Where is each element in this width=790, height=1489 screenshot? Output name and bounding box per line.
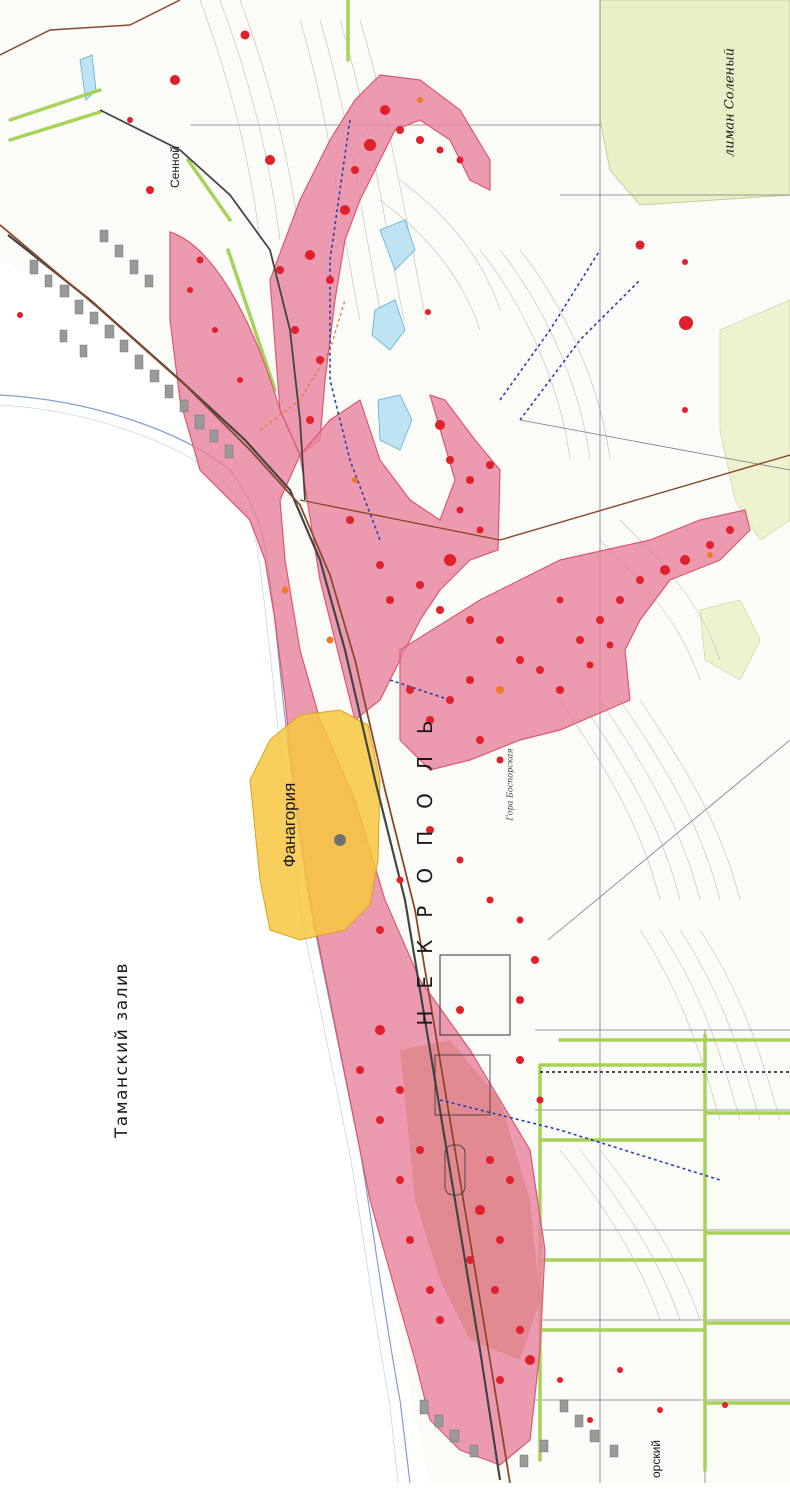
burial-mounds-orange <box>281 97 713 694</box>
necropolis-zone-east-arm-1 <box>299 394 501 722</box>
necropolis-zone-north <box>269 74 491 456</box>
field-boundaries <box>190 0 790 1483</box>
necropolis-zone-east-arm-2 <box>399 509 751 771</box>
marsh-east <box>719 299 790 541</box>
phanagoria-label: Фанагория <box>280 782 299 868</box>
village-south-label: орский <box>649 1440 663 1479</box>
liman-soleny <box>599 0 790 206</box>
main-road <box>0 224 511 1483</box>
railway-2 <box>99 109 306 501</box>
settlement-sennoy <box>29 229 234 459</box>
road-north <box>0 0 181 56</box>
orange-dotted-line <box>259 299 346 431</box>
village-sennoy-label: Сенной <box>168 146 182 188</box>
excavation-site <box>334 834 346 846</box>
road-east <box>299 454 790 541</box>
hill-label: Гора Боспорская <box>505 748 515 821</box>
liman-label: лиман Соленый <box>722 47 738 158</box>
phanagoria-zone <box>249 709 381 941</box>
quarry-water <box>79 54 416 451</box>
marsh-east-2 <box>699 599 761 681</box>
bay-label: Таманский залив <box>112 961 132 1139</box>
settlement-south <box>419 1399 619 1468</box>
compound <box>434 1054 491 1116</box>
necropolis-zone-inner <box>400 1040 540 1360</box>
contour-lines <box>199 0 781 1321</box>
necropolis-label: НЕКРОПОЛЬ <box>413 698 437 1026</box>
forest-belts <box>8 0 790 1472</box>
stadium <box>439 954 511 1036</box>
burial-mounds <box>17 30 734 1423</box>
reservoir <box>444 1144 466 1196</box>
blue-dotted-lines <box>329 119 721 1181</box>
